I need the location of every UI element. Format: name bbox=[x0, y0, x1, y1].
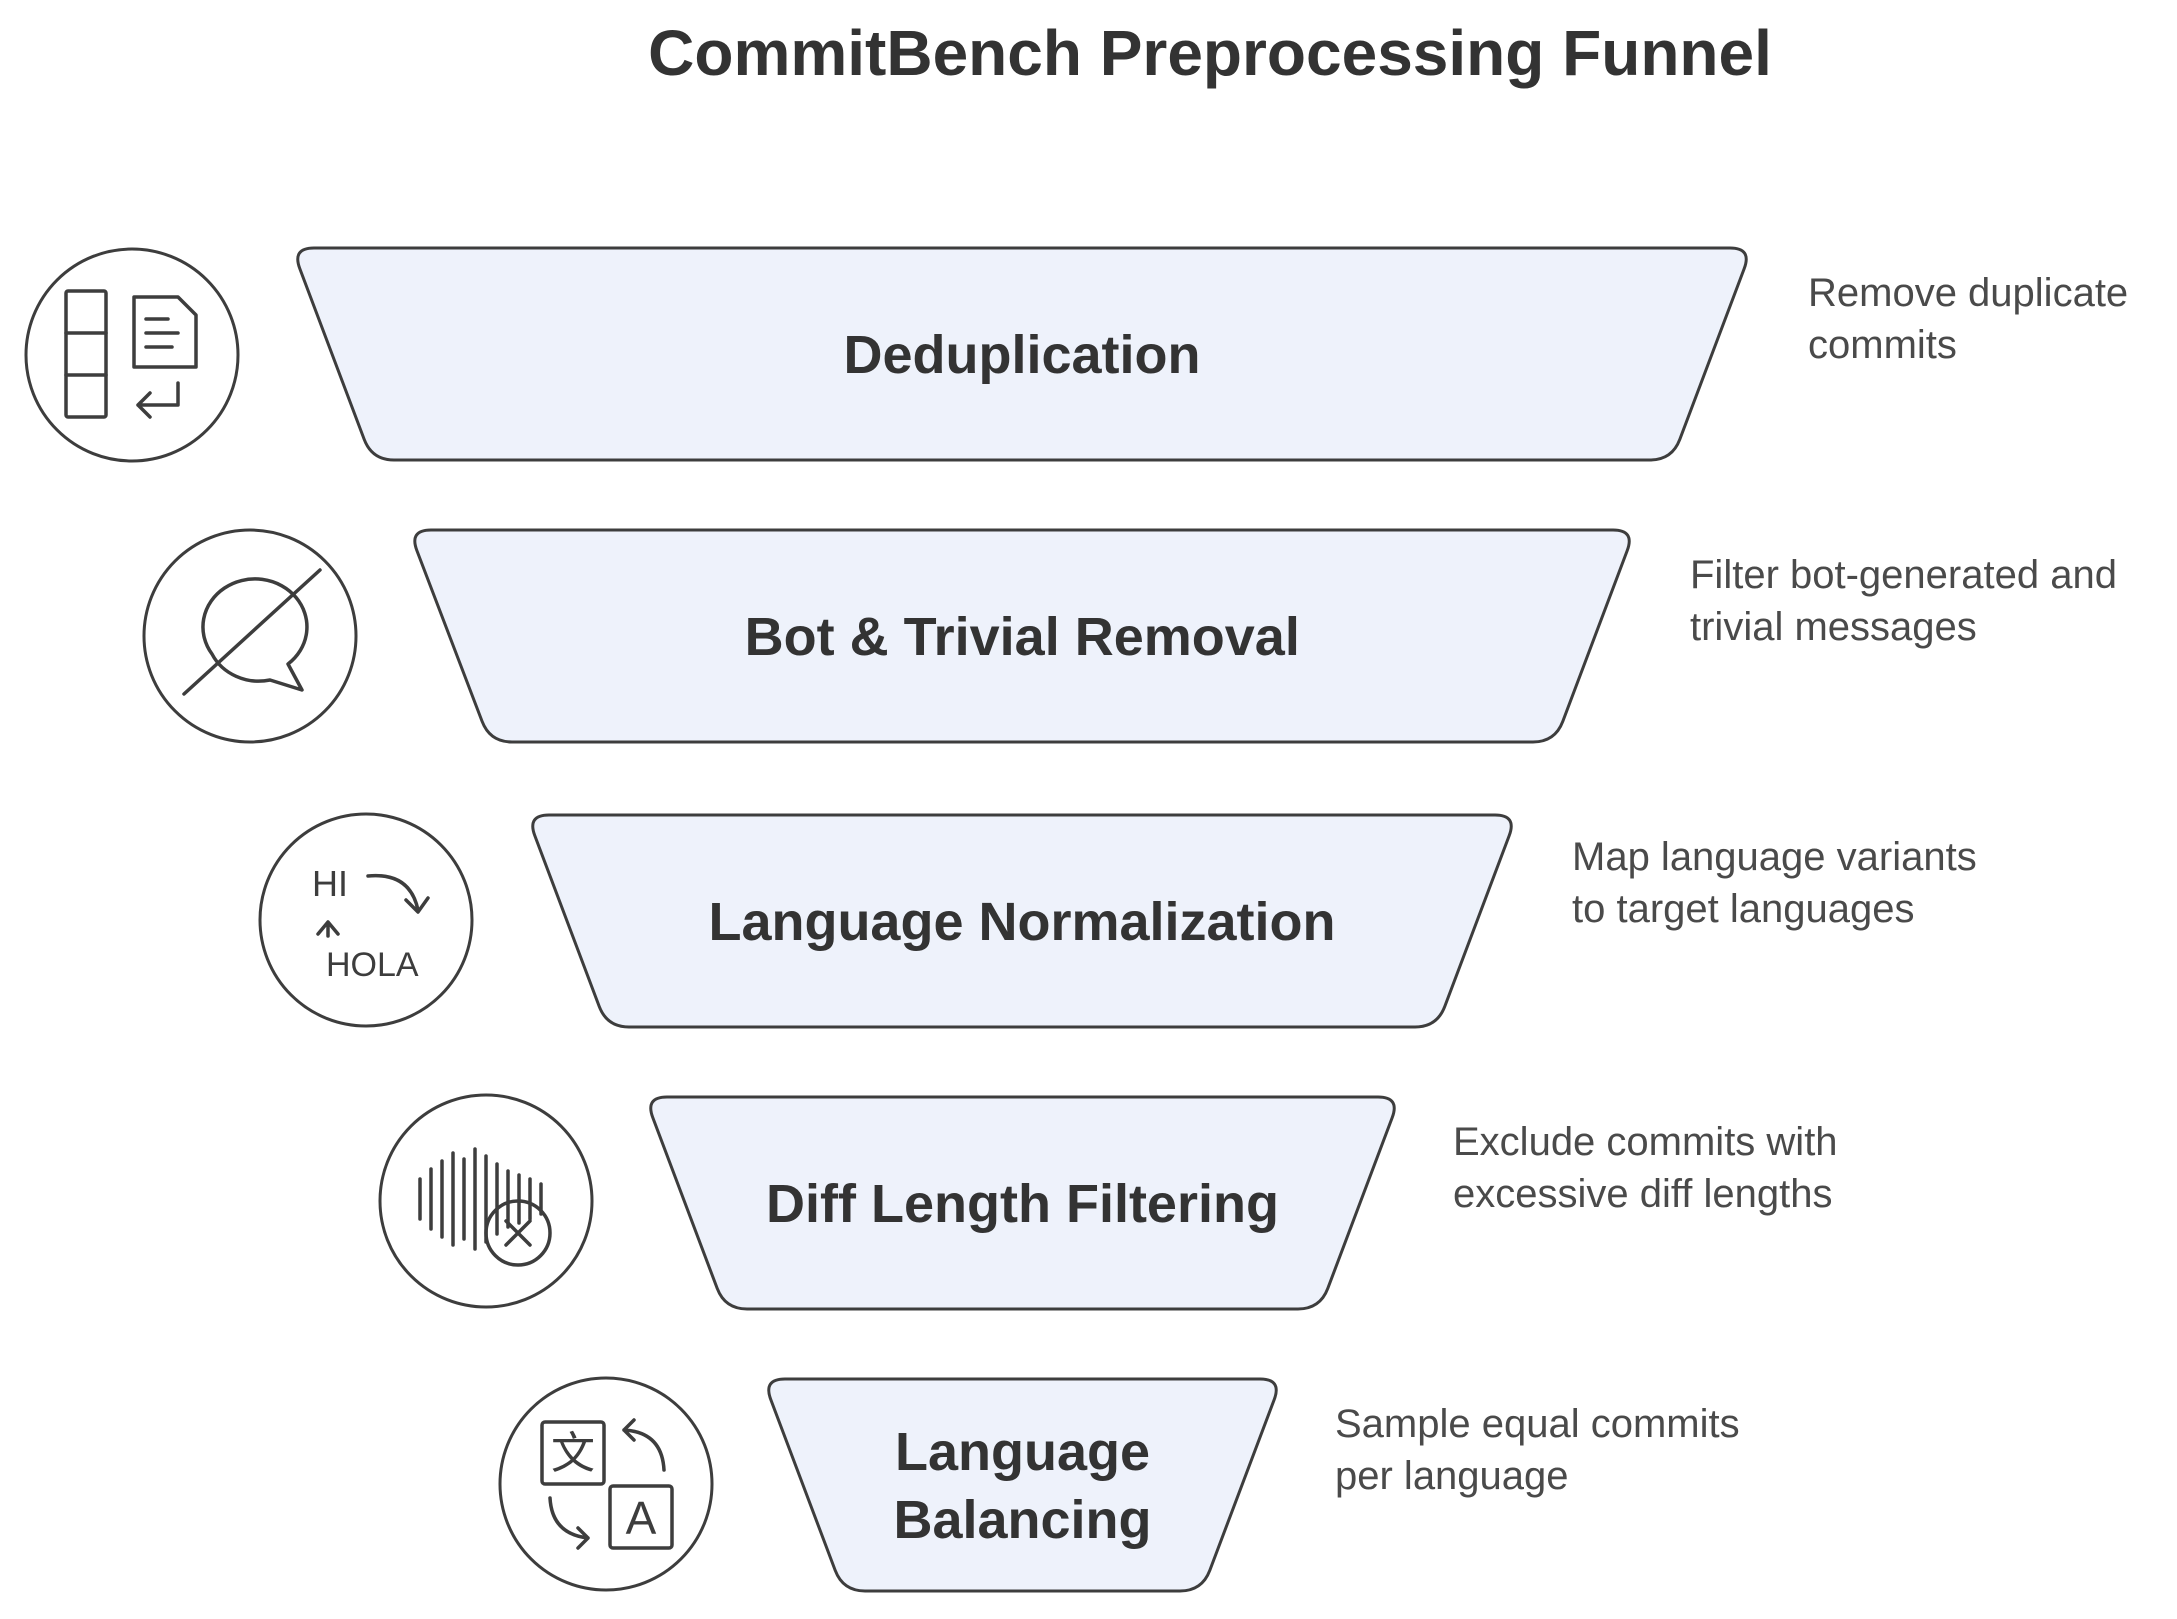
curved-arrow-right bbox=[366, 873, 430, 914]
small-arrow-up bbox=[316, 920, 340, 938]
arrow-top-right bbox=[622, 1418, 666, 1472]
stage-shape-diff-length-filtering bbox=[649, 1095, 1396, 1311]
diagram-title: CommitBench Preprocessing Funnel bbox=[648, 17, 1772, 89]
translate-icon: 文A bbox=[498, 1376, 714, 1592]
stage-description-language-normalization: Map language variants bbox=[1572, 835, 1977, 879]
return-arrow bbox=[136, 381, 180, 419]
stage-label-bot-trivial-removal: Bot & Trivial Removal bbox=[745, 607, 1300, 667]
stage-label-language-balancing: Balancing bbox=[893, 1490, 1151, 1550]
stage-description-diff-length-filtering: excessive diff lengths bbox=[1453, 1172, 1832, 1216]
stage-description-diff-length-filtering: Exclude commits with bbox=[1453, 1120, 1838, 1164]
stage-shape-language-normalization bbox=[531, 813, 1513, 1029]
waveform-remove-icon bbox=[378, 1093, 594, 1309]
funnel-stage-language-normalization: Language Normalization Map language varia… bbox=[258, 812, 1977, 1029]
stage-label-language-balancing: Language bbox=[895, 1422, 1150, 1482]
deduplicate-icon bbox=[24, 247, 240, 463]
icon-text-hola: HOLA bbox=[326, 946, 419, 984]
close-mark bbox=[504, 1219, 532, 1247]
icon-circle bbox=[498, 1376, 714, 1592]
source-char-box bbox=[540, 1420, 606, 1486]
stage-description-language-balancing: per language bbox=[1335, 1454, 1569, 1498]
icon-char-a: A bbox=[626, 1492, 657, 1544]
funnel-stages: Deduplication Remove duplicate commitsBot … bbox=[24, 246, 2128, 1593]
stage-description-bot-trivial-removal: trivial messages bbox=[1690, 605, 1977, 649]
funnel-stage-diff-length-filtering: Diff Length Filtering Exclude commits wit… bbox=[378, 1093, 1838, 1311]
stage-shape-deduplication bbox=[296, 246, 1748, 462]
stage-shape-bot-trivial-removal bbox=[413, 528, 1631, 744]
icon-text-hi: HI bbox=[312, 863, 348, 904]
remove-badge bbox=[484, 1199, 552, 1267]
funnel-stage-bot-trivial-removal: Bot & Trivial Removal Filter bot-generate… bbox=[142, 528, 2117, 744]
arrow-bottom-left bbox=[548, 1496, 590, 1550]
stage-label-diff-length-filtering: Diff Length Filtering bbox=[766, 1174, 1279, 1234]
stage-label-language-normalization: Language Normalization bbox=[708, 892, 1335, 952]
stage-description-bot-trivial-removal: Filter bot-generated and bbox=[1690, 553, 2117, 597]
stage-description-deduplication: commits bbox=[1808, 323, 1957, 367]
icon-circle bbox=[258, 812, 474, 1028]
stage-label-deduplication: Deduplication bbox=[843, 325, 1200, 385]
stage-shape-language-balancing bbox=[767, 1377, 1278, 1593]
no-chat-icon bbox=[142, 528, 358, 744]
slash-line bbox=[182, 568, 322, 696]
stage-description-language-balancing: Sample equal commits bbox=[1335, 1402, 1740, 1446]
stack-column bbox=[64, 289, 108, 419]
target-char-box bbox=[608, 1484, 674, 1550]
icon-char-wen: 文 bbox=[551, 1429, 595, 1478]
chat-bubble bbox=[201, 577, 309, 692]
document-shape bbox=[132, 295, 198, 369]
stage-description-language-normalization: to target languages bbox=[1572, 887, 1914, 931]
funnel-stage-deduplication: Deduplication Remove duplicate commits bbox=[24, 246, 2128, 463]
stage-description-deduplication: Remove duplicate bbox=[1808, 271, 2128, 315]
translate-greeting-icon: HI HOLA bbox=[258, 812, 474, 1028]
icon-circle bbox=[24, 247, 240, 463]
